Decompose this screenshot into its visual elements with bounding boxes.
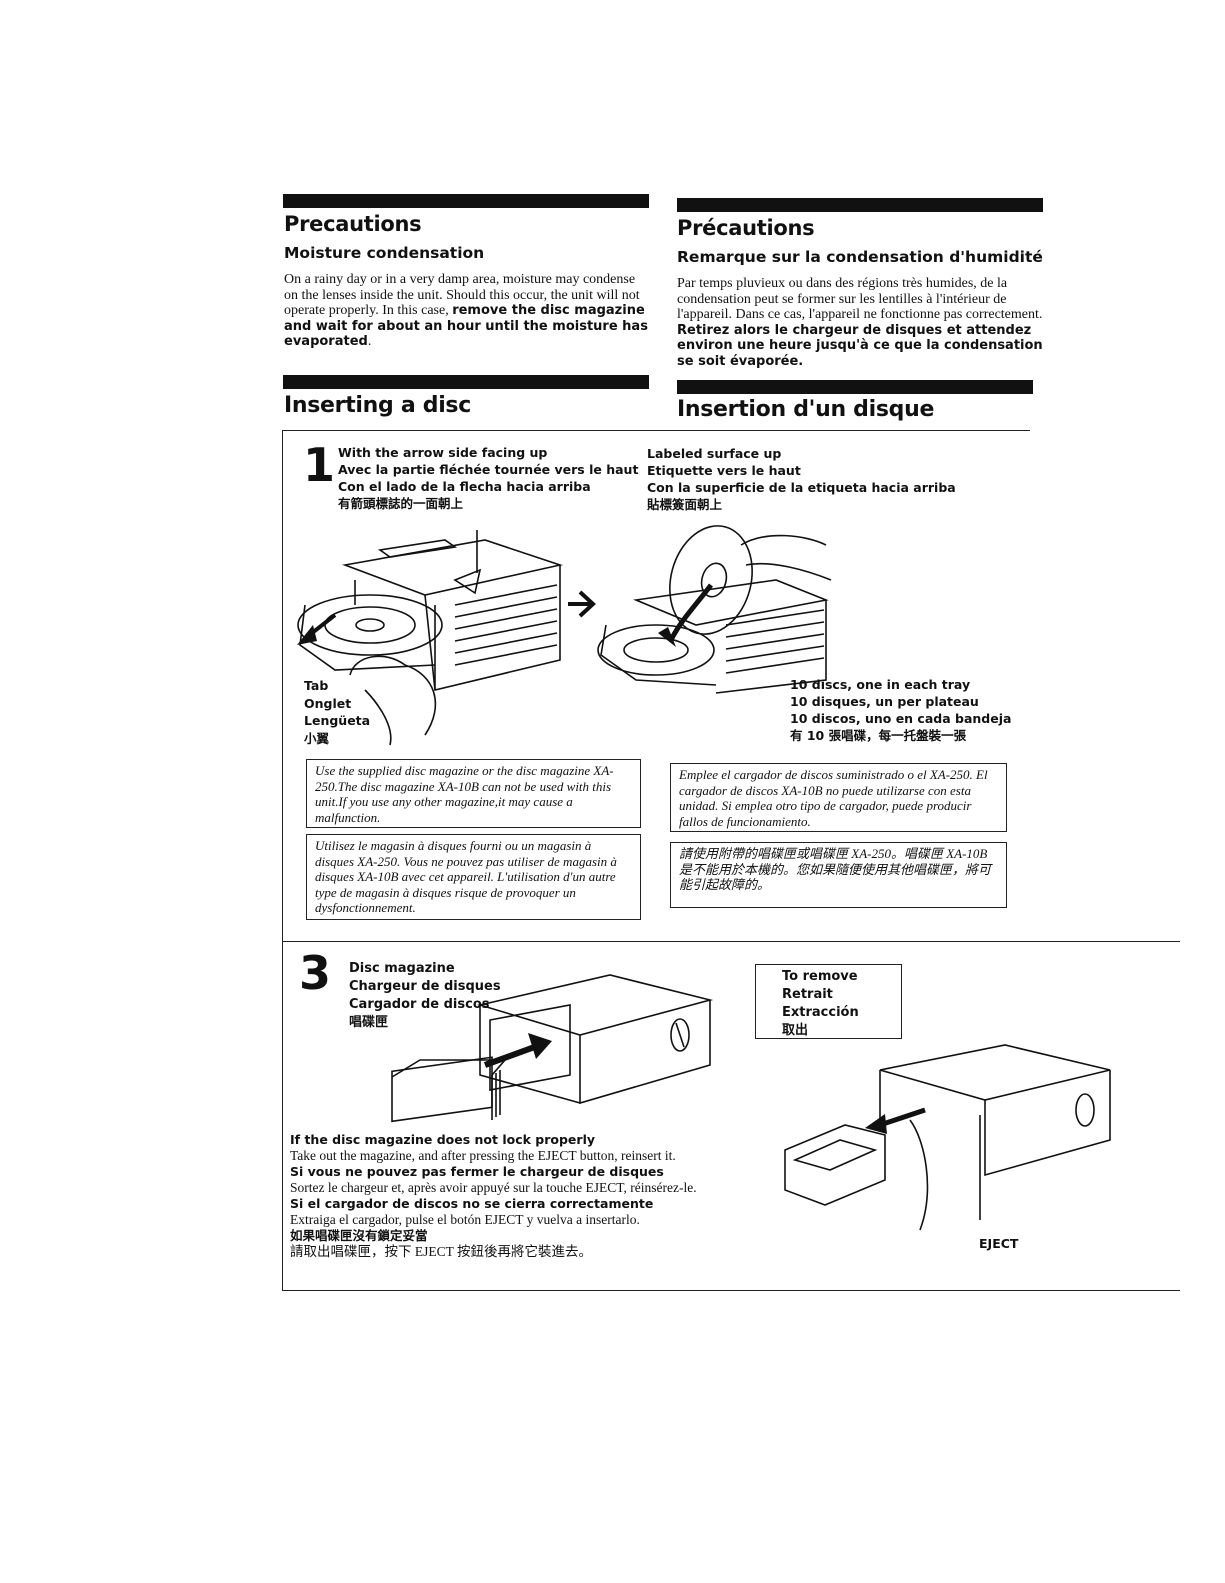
inserting-title-fr: Insertion d'un disque <box>677 397 935 422</box>
arrow-right-icon <box>568 590 596 618</box>
note-spanish: Emplee el cargador de discos suministrad… <box>670 763 1007 832</box>
ten-discs-label: 10 discs, one in each tray 10 disques, u… <box>790 677 1012 743</box>
note-french: Utilisez le magasin à disques fourni ou … <box>306 834 641 920</box>
moisture-body: On a rainy day or in a very damp area, m… <box>284 272 648 349</box>
inserting-title: Inserting a disc <box>284 393 471 418</box>
step1-frame <box>282 430 1030 431</box>
section-rule <box>283 194 649 208</box>
tab-label: Tab Onglet Lengüeta 小翼 <box>304 678 371 746</box>
precautions-title: Precautions <box>284 212 422 236</box>
eject-label: EJECT <box>979 1236 1019 1251</box>
step-frame-left <box>282 430 283 1291</box>
magazine-tray-illustration <box>297 530 563 746</box>
section-rule <box>677 380 1033 394</box>
step3-frame <box>282 941 1180 942</box>
to-remove-box: To remove Retrait Extracción 取出 <box>755 964 902 1039</box>
labeled-surface-label: Labeled surface up Etiquette vers le hau… <box>647 446 956 512</box>
magazine-loading-illustration <box>391 974 714 1123</box>
precautions-title-fr: Précautions <box>677 216 815 240</box>
step-frame-bottom <box>282 1290 1180 1291</box>
section-rule <box>677 198 1043 212</box>
disc-magazine-label: Disc magazine Chargeur de disques Cargad… <box>349 961 501 1030</box>
moisture-body-fr: Par temps pluvieux ou dans des régions t… <box>677 276 1043 369</box>
disc-insertion-illustration <box>597 525 832 694</box>
note-chinese: 請使用附帶的唱碟匣或唱碟匣 XA-250。唱碟匣 XA-10B 是不能用於本機的… <box>670 842 1007 908</box>
moisture-subtitle-fr: Remarque sur la condensation d'humidité <box>677 248 1043 266</box>
lock-instructions: If the disc magazine does not lock prope… <box>290 1132 697 1259</box>
arrow-side-label: With the arrow side facing up Avec la pa… <box>338 445 639 511</box>
moisture-subtitle: Moisture condensation <box>284 244 485 262</box>
eject-illustration <box>784 1044 1111 1231</box>
step1-number: 1 <box>303 438 336 492</box>
note-english: Use the supplied disc magazine or the di… <box>306 759 641 828</box>
step3-number: 3 <box>299 946 332 1000</box>
section-rule <box>283 375 649 389</box>
